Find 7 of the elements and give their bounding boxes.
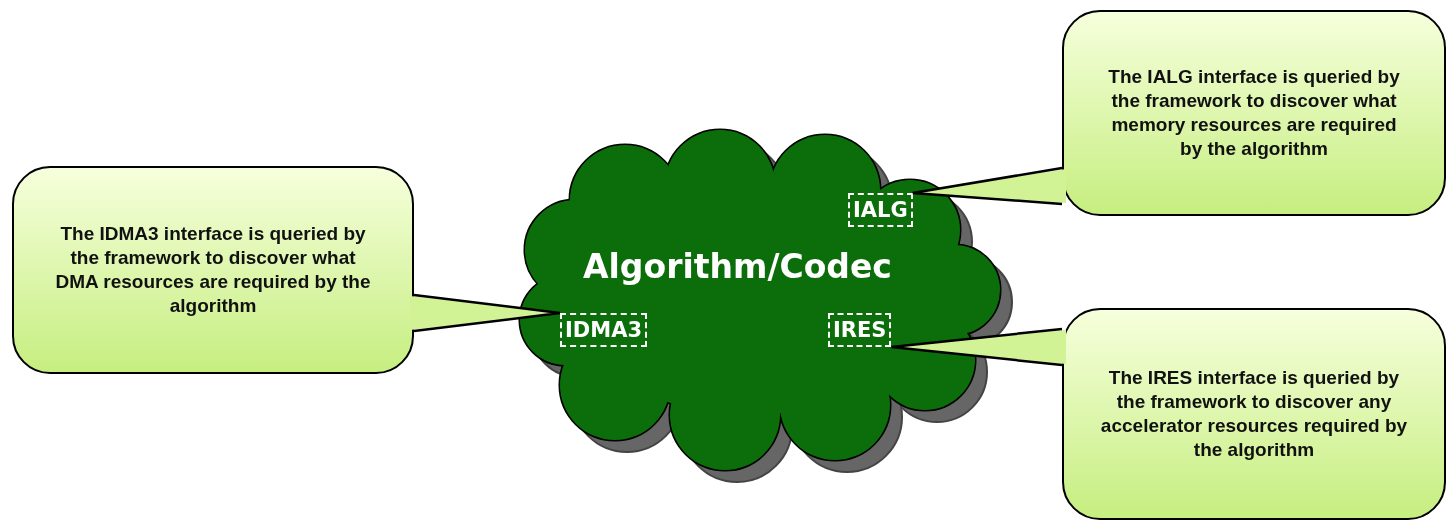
callout-bubble: The IALG interface is queried by the framework to discover what memory resources are required by the algorithm	[1062, 10, 1446, 216]
callout-bubble: The IRES interface is queried by the framework to discover any accelerator resources required by the algorithm	[1062, 308, 1446, 520]
interface-box: IDMA3	[560, 313, 647, 347]
callout-bubble: The IDMA3 interface is queried by the framework to discover what DMA resources are required by the algorithm	[12, 166, 414, 374]
interface-box: IRES	[828, 313, 892, 347]
cloud-title: Algorithm/Codec	[583, 247, 892, 286]
interface-box: IALG	[848, 193, 913, 227]
